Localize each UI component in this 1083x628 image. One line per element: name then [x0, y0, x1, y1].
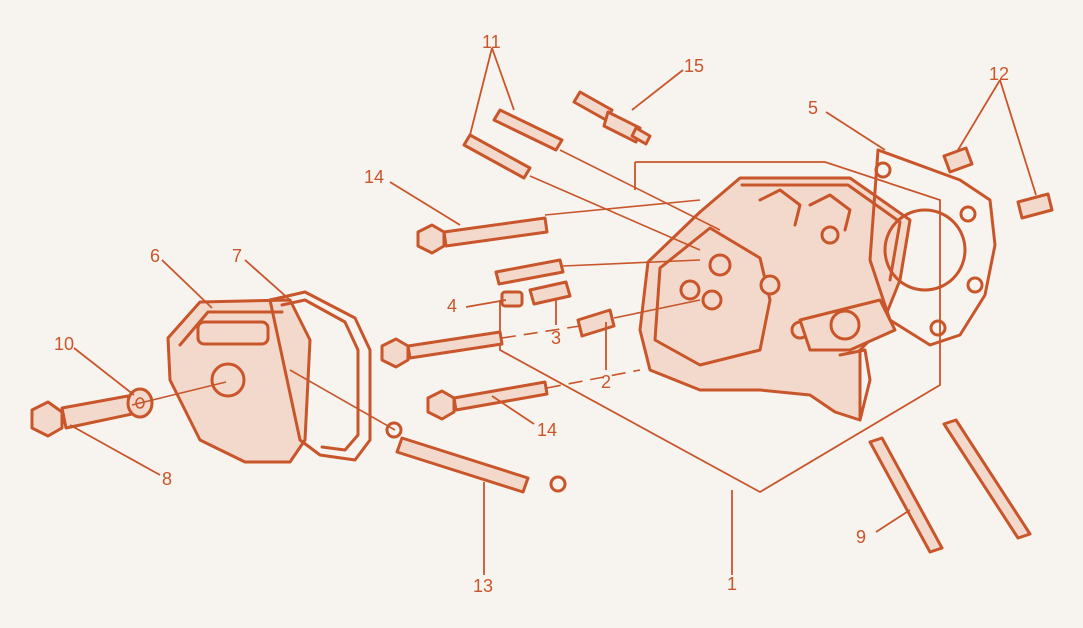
callout-13: 13: [473, 576, 493, 596]
guide-lines: [131, 149, 721, 431]
callout-7: 7: [232, 246, 242, 266]
head-bolt-middle: [380, 330, 504, 369]
breather-tube: [385, 421, 567, 494]
spark-plug: [572, 90, 652, 146]
stud-lower: [868, 418, 1032, 554]
callout-labels: 1 2 3 4 5 6 7 8 9 10 11 12 13 14 14 15: [54, 32, 1009, 596]
callout-5: 5: [808, 98, 818, 118]
callout-15: 15: [684, 56, 704, 76]
callout-10: 10: [54, 334, 74, 354]
leader-lines: [69, 47, 1037, 575]
dowel-pins: [494, 258, 616, 338]
callout-1: 1: [727, 574, 737, 594]
assembly-bracket: [499, 161, 941, 494]
valve-cover: [166, 298, 312, 464]
callout-4: 4: [447, 296, 457, 316]
head-bolt-upper: [416, 216, 549, 255]
callout-9: 9: [856, 527, 866, 547]
callout-12: 12: [989, 64, 1009, 84]
callout-8: 8: [162, 469, 172, 489]
stud-upper: [462, 108, 564, 180]
washer: [126, 387, 154, 419]
cover-bolt: [30, 394, 134, 438]
cover-gasket: [268, 290, 372, 462]
callout-2: 2: [601, 372, 611, 392]
callout-14-upper: 14: [364, 167, 384, 187]
callout-3: 3: [551, 328, 561, 348]
head-bolt-lower: [426, 380, 549, 421]
cylinder-head: [638, 176, 912, 422]
callout-6: 6: [150, 246, 160, 266]
callout-14-lower: 14: [537, 420, 557, 440]
callout-11: 11: [482, 32, 501, 52]
valve-caps: [942, 146, 1054, 220]
head-gasket: [868, 148, 997, 347]
